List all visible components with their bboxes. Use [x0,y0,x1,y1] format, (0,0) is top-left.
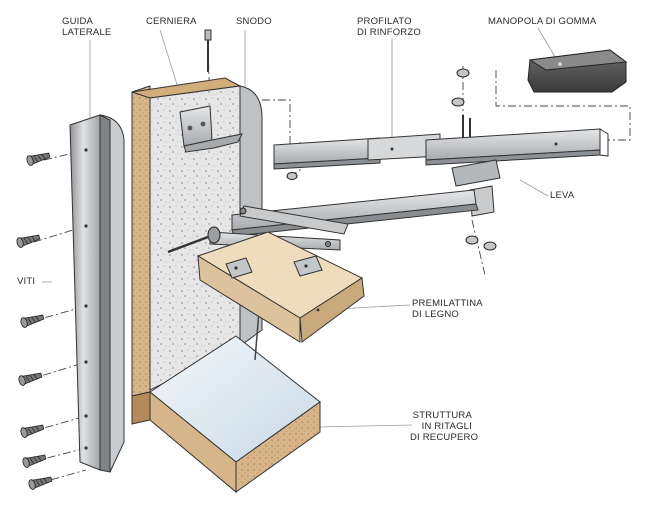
label-premilattina: PREMILATTINA DI LEGNO [412,298,483,320]
label-guida-laterale-line-1: GUIDA [62,16,94,27]
label-profilato-line-1: PROFILATO [357,16,412,27]
label-struttura: STRUTTURA IN RITAGLI DI RECUPERO [410,410,479,443]
label-leva: LEVA [550,190,575,201]
label-premilattina-line-1: PREMILATTINA [412,298,483,309]
hinge [179,29,243,153]
vertical-panel [131,77,263,397]
label-manopola: MANOPOLA DI GOMMA [488,16,597,27]
label-profilato: PROFILATO DI RINFORZO [357,16,421,38]
label-guida-laterale-line-2: LATERALE [62,27,112,38]
label-guida-laterale: GUIDA LATERALE [62,16,111,38]
label-premilattina-line-2: DI LEGNO [412,309,459,320]
label-profilato-line-2: DI RINFORZO [357,27,421,38]
label-snodo: SNODO [236,16,272,27]
label-struttura-line-3: DI RECUPERO [410,432,479,443]
label-struttura-line-1: STRUTTURA [412,410,472,421]
wood-presser [196,231,365,343]
reinforcement-profile [273,128,609,170]
rubber-knob [527,49,628,93]
base-board [131,335,321,494]
label-cerniera: CERNIERA [146,16,197,27]
side-rail [69,114,125,473]
label-struttura-line-2: IN RITAGLI [421,421,472,432]
label-viti: VITI [17,276,36,287]
screws [16,152,53,490]
